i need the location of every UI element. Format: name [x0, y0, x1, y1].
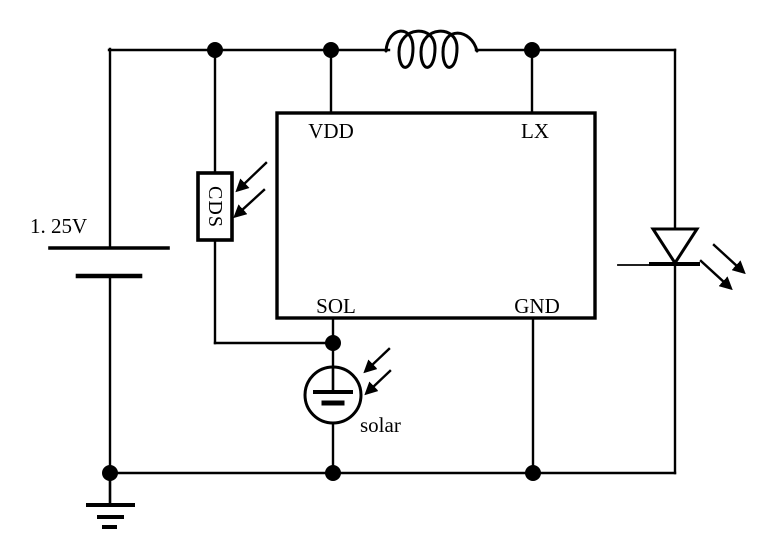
led-triangle — [650, 227, 700, 266]
led-symbol — [617, 227, 700, 266]
ic-pin-label-sol: SOL — [316, 294, 356, 318]
ic-pin-label-vdd: VDD — [308, 119, 354, 143]
cds-light-arrow-icons — [233, 161, 268, 219]
light-arrow-icon — [364, 369, 392, 396]
junction-dot — [102, 465, 118, 481]
cds-photoresistor-box — [196, 171, 234, 242]
junction-dot — [325, 335, 341, 351]
junction-dot — [207, 42, 223, 58]
light-arrow-icon — [699, 259, 733, 291]
battery-symbol — [48, 246, 170, 279]
ic-pin-label-gnd: GND — [514, 294, 560, 318]
light-arrow-icon — [233, 188, 266, 219]
junction-dot — [325, 465, 341, 481]
cds-label: CDS — [204, 186, 226, 228]
wires — [107, 47, 677, 475]
ic-chip-body — [275, 111, 597, 320]
light-arrow-icon — [712, 243, 746, 275]
schematic-lines — [48, 29, 746, 529]
light-arrow-icon — [363, 347, 391, 374]
junction-dot — [525, 465, 541, 481]
light-arrow-icon — [235, 161, 268, 193]
junction-dots — [102, 42, 541, 481]
solar-cell-symbol — [303, 365, 363, 425]
junction-dot — [323, 42, 339, 58]
battery-voltage-label: 1. 25V — [30, 214, 87, 238]
ic-pin-label-lx: LX — [521, 119, 549, 143]
inductor-coil — [384, 29, 479, 69]
solar-cell-label: solar — [360, 413, 401, 437]
solar-light-arrow-icons — [363, 347, 392, 396]
led-light-arrow-icons — [699, 243, 746, 291]
junction-dot — [524, 42, 540, 58]
